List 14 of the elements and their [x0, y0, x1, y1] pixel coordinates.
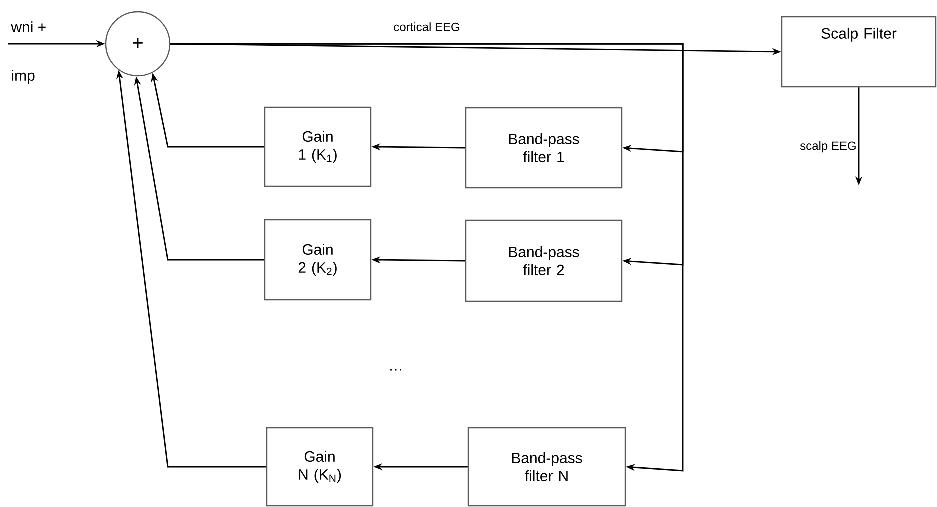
filter-box: Band-pass filter 2	[465, 220, 623, 302]
filter-box: Band-pass filter N	[468, 427, 626, 507]
arrow	[170, 43, 684, 472]
summing-junction: +	[105, 11, 171, 77]
edge-label: scalp EEG	[799, 140, 858, 154]
gain-box: Gain 1 (K$_{1}$)	[264, 106, 372, 188]
gain-box: Gain 2 (K$_{2}$)	[264, 219, 372, 301]
ellipsis: …	[390, 369, 402, 371]
gain-box: Gain N (K$_{N}$)	[266, 427, 374, 507]
edge-label: cortical EEG	[392, 22, 462, 32]
signal-label: wni +	[11, 22, 46, 32]
filter-box: Scalp Filter	[781, 16, 937, 88]
filter-box: Band-pass filter 1	[465, 107, 623, 189]
signal-label: imp	[12, 70, 35, 84]
